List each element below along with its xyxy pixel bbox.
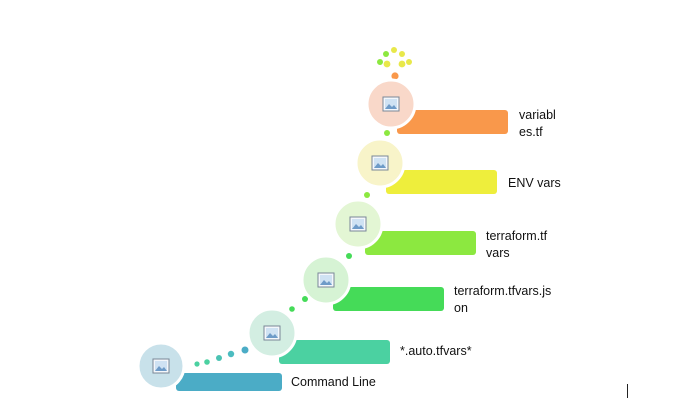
- top-dot: [406, 59, 412, 65]
- connector-dot: [241, 346, 249, 354]
- step-circle-variables-tf: [365, 78, 417, 130]
- connector-dot: [194, 361, 200, 367]
- connector-dot: [216, 355, 222, 361]
- top-dot: [398, 60, 406, 68]
- label-command-line: Command Line: [291, 375, 376, 389]
- connector-dot: [302, 296, 308, 302]
- top-dot: [383, 60, 391, 68]
- bar-tfvars: [365, 231, 476, 255]
- top-dot: [391, 47, 397, 53]
- image-placeholder-icon: [263, 325, 281, 341]
- image-placeholder-icon: [382, 96, 400, 112]
- connector-dot: [346, 253, 352, 259]
- bar-tfvars-json: [333, 287, 444, 311]
- label-tfvars: terraform.tf vars: [486, 229, 548, 260]
- connector-dot: [289, 306, 295, 312]
- image-placeholder-icon: [371, 155, 389, 171]
- top-dot: [391, 72, 399, 80]
- step-circle-command-line: [136, 341, 186, 391]
- connector-dot: [364, 192, 370, 198]
- image-placeholder-icon: [317, 272, 335, 288]
- top-dot: [383, 51, 389, 57]
- image-placeholder-icon: [152, 358, 170, 374]
- label-variables-tf: variabl es.tf: [519, 108, 556, 139]
- connector-dot: [227, 350, 235, 358]
- label-auto-tfvars: *.auto.tfvars*: [400, 344, 472, 358]
- step-circle-tfvars-json: [300, 254, 352, 306]
- text-cursor: [627, 384, 628, 398]
- bar-auto-tfvars: [279, 340, 390, 364]
- bar-variables-tf: [397, 110, 508, 134]
- image-placeholder-icon: [349, 216, 367, 232]
- top-dot: [399, 51, 405, 57]
- step-circle-env-vars: [354, 137, 406, 189]
- connector-dot: [204, 359, 210, 365]
- bar-env-vars: [386, 170, 497, 194]
- label-env-vars: ENV vars: [508, 176, 561, 190]
- connector-dot: [384, 130, 390, 136]
- top-dot: [377, 59, 383, 65]
- step-circle-auto-tfvars: [246, 307, 298, 359]
- step-circle-tfvars: [332, 198, 384, 250]
- label-tfvars-json: terraform.tfvars.js on: [454, 284, 552, 315]
- bar-command-line: [176, 373, 282, 391]
